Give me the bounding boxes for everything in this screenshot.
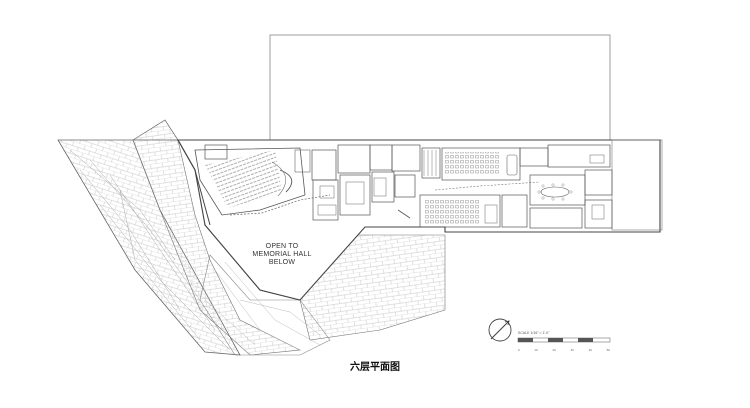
note-line-3: BELOW (268, 259, 296, 266)
plan-caption: 六层平面图 (350, 362, 400, 373)
upper-roof-outline (269, 34, 611, 141)
scale-tick-label: 40 (588, 348, 592, 352)
scale-ticks: 0 10 20 30 40 50 (518, 348, 610, 352)
scale-tick-label: 20 (552, 348, 556, 352)
scale-tick-label: 50 (606, 348, 610, 352)
scale-tick-label: 30 (570, 348, 574, 352)
auditorium (194, 147, 306, 216)
scale-bar (517, 337, 611, 343)
note-line-2: MEMORIAL HALL (252, 251, 312, 258)
left-triangle-roof (131, 119, 179, 141)
note-line-1: OPEN TO (265, 243, 299, 250)
memorial-hall-wedge (199, 254, 331, 356)
memorial-hall-note: OPEN TO MEMORIAL HALL BELOW (238, 243, 326, 267)
room-partitions (204, 144, 613, 229)
scale-tick-label: 0 (518, 348, 520, 352)
main-floor-outline (177, 139, 661, 301)
scale-label: SCALE 1/16" = 1'-0" (518, 331, 550, 335)
north-arrow-icon (488, 318, 512, 342)
scale-tick-label: 10 (534, 348, 538, 352)
